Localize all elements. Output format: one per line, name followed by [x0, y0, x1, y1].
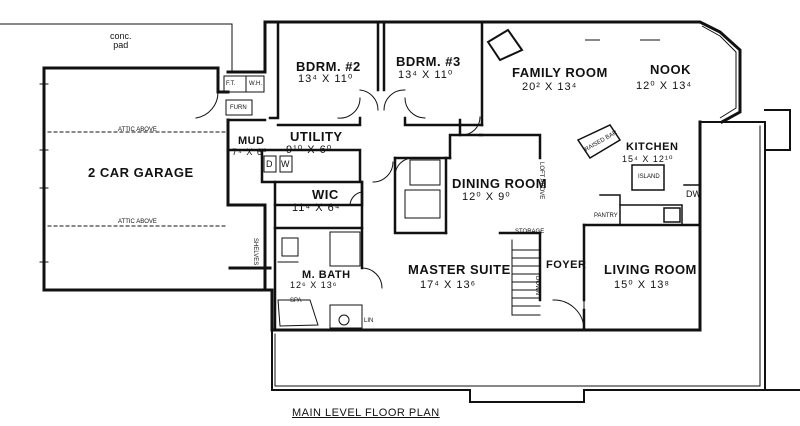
interior-walls — [226, 20, 702, 332]
freezer-label: F.T. — [226, 81, 236, 87]
concrete-pad — [0, 23, 233, 71]
walk-in-closet-name: WIC — [312, 187, 339, 202]
utility-fixtures — [223, 75, 293, 173]
utility-dimensions: 9¹⁰ X 6⁰ — [286, 144, 333, 156]
furnace-label: FURN — [230, 105, 247, 111]
mud-room-dimensions: 7⁴ X 6⁰ — [232, 147, 268, 157]
master-suite-name: MASTER SUITE — [408, 262, 511, 277]
master-bath-dimensions: 12⁶ X 13⁶ — [290, 280, 338, 290]
storage-label: STORAGE — [515, 229, 545, 235]
kitchen-fixtures — [576, 124, 701, 226]
bath-fixtures — [277, 159, 441, 329]
nook-dimensions: 12⁰ X 13⁴ — [636, 80, 693, 92]
island-label: ISLAND — [638, 174, 660, 180]
family-room-dimensions: 20² X 13⁴ — [522, 81, 578, 93]
dryer-label: D — [266, 159, 273, 169]
loft-above-label: LOFT ABOVE — [538, 162, 544, 200]
bay-windows — [585, 25, 737, 119]
family-room-name: FAMILY ROOM — [512, 65, 608, 80]
floor-plan-title: MAIN LEVEL FLOOR PLAN — [292, 407, 440, 419]
spa-label: SPA — [290, 298, 302, 304]
attic-above-note: ATTIC ABOVE — [118, 127, 157, 133]
dining-room-name: DINING ROOM — [452, 176, 548, 191]
concrete-pad-label: conc. pad — [110, 31, 132, 50]
door-swings — [337, 89, 585, 331]
bedroom-3-name: BDRM. #3 — [396, 54, 461, 69]
bedroom-3-dimensions: 13⁴ X 11⁰ — [398, 69, 454, 81]
water-heater-label: W.H. — [249, 81, 262, 87]
shelves-label: SHELVES — [252, 238, 258, 266]
foyer-name: FOYER — [546, 259, 587, 271]
nook-name: NOOK — [650, 62, 691, 77]
garage-walls — [42, 66, 272, 292]
living-room-dimensions: 15⁰ X 13⁸ — [614, 279, 670, 291]
kitchen-dimensions: 15⁴ X 12¹⁰ — [622, 154, 674, 164]
dishwasher-label: DW — [686, 189, 701, 199]
stair-down-label: DOWN — [534, 276, 540, 295]
mud-room-name: MUD — [238, 135, 265, 147]
fireplace — [486, 28, 524, 62]
stair — [511, 239, 541, 316]
master-suite-dimensions: 17⁴ X 13⁶ — [420, 279, 477, 291]
bedroom-2-dimensions: 13⁴ X 11⁰ — [298, 73, 354, 85]
garage-name: 2 CAR GARAGE — [88, 165, 194, 180]
utility-name: UTILITY — [290, 129, 343, 144]
kitchen-name: KITCHEN — [626, 141, 679, 153]
dining-room-dimensions: 12⁰ X 9⁰ — [462, 191, 511, 203]
washer-label: W — [281, 159, 290, 169]
porch-outline — [271, 109, 800, 403]
living-room-name: LIVING ROOM — [604, 262, 697, 277]
porch-posts — [274, 125, 761, 387]
walk-in-closet-dimensions: 11⁴ X 6⁴ — [292, 202, 341, 214]
linen-label: LIN — [364, 318, 374, 324]
master-bath-name: M. BATH — [302, 269, 351, 281]
garage-doors — [39, 83, 227, 263]
pantry-label: PANTRY — [594, 213, 618, 219]
bedroom-2-name: BDRM. #2 — [296, 59, 361, 74]
attic-above-note: ATTIC ABOVE — [118, 219, 157, 225]
